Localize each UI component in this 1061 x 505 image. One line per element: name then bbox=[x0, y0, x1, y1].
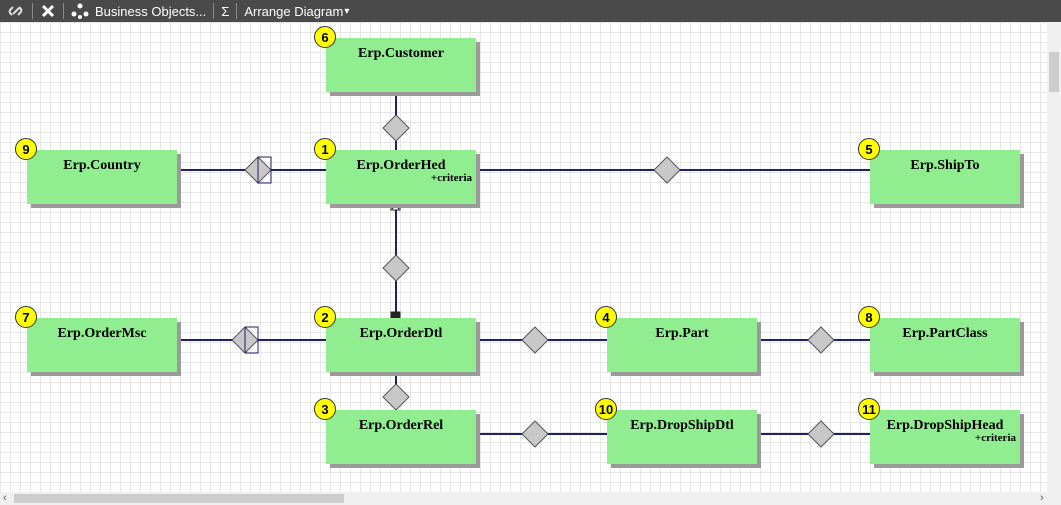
order-badge: 3 bbox=[314, 398, 336, 420]
order-badge: 10 bbox=[595, 398, 617, 420]
horizontal-scrollbar[interactable]: ‹ › bbox=[0, 492, 1061, 505]
business-objects-button[interactable]: Business Objects... bbox=[64, 0, 213, 22]
order-badge: 4 bbox=[595, 306, 617, 328]
entity-title: Erp.DropShipHead bbox=[886, 418, 1004, 433]
relation-diamond bbox=[382, 114, 410, 142]
entity-node-orderrel[interactable]: 3 Erp.OrderRel bbox=[314, 398, 476, 464]
entity-node-ordermsc[interactable]: 7 Erp.OrderMsc bbox=[15, 306, 177, 372]
hierarchy-icon bbox=[71, 3, 89, 19]
criteria-label: +criteria bbox=[974, 432, 1016, 444]
horizontal-scroll-thumb[interactable] bbox=[14, 494, 344, 503]
entity-title: Erp.OrderRel bbox=[358, 418, 444, 433]
sum-icon: Σ bbox=[221, 3, 230, 19]
link-icon bbox=[8, 6, 23, 16]
criteria-label: +criteria bbox=[430, 172, 472, 184]
entity-title: Erp.Customer bbox=[358, 46, 444, 61]
toolbar-separator bbox=[213, 3, 215, 19]
order-badge: 9 bbox=[15, 138, 37, 160]
order-badge: 6 bbox=[314, 26, 336, 48]
vertical-scrollbar[interactable] bbox=[1047, 22, 1061, 494]
scroll-left-arrow[interactable]: ‹ bbox=[3, 492, 7, 504]
vertical-scroll-thumb[interactable] bbox=[1049, 52, 1059, 92]
toolbar-separator bbox=[63, 3, 64, 19]
entity-node-dropshipdtl[interactable]: 10 Erp.DropShipDtl bbox=[595, 398, 757, 464]
entity-title: Erp.DropShipDtl bbox=[630, 418, 734, 433]
entity-title: Erp.Country bbox=[63, 158, 141, 173]
relation-diamond bbox=[521, 420, 549, 448]
relation-diamond bbox=[807, 420, 835, 448]
relation-diamond bbox=[807, 326, 835, 354]
entity-node-partclass[interactable]: 8 Erp.PartClass bbox=[858, 306, 1020, 372]
entity-node-dropshiphead[interactable]: 11 Erp.DropShipHead +criteria bbox=[858, 398, 1020, 464]
diagram-canvas[interactable]: 6 Erp.Customer 9 Erp.Country 1 Erp.Order… bbox=[0, 22, 1061, 494]
order-badge: 11 bbox=[858, 398, 880, 420]
toolbar-separator bbox=[32, 3, 33, 19]
chevron-down-icon: ▾ bbox=[344, 5, 350, 17]
join-marker bbox=[257, 156, 272, 184]
entity-node-orderdtl[interactable]: 2 Erp.OrderDtl bbox=[314, 306, 476, 372]
entity-title: Erp.OrderDtl bbox=[359, 326, 443, 341]
order-badge: 8 bbox=[858, 306, 880, 328]
entity-title: Erp.OrderHed bbox=[356, 158, 446, 173]
entity-title: Erp.Part bbox=[655, 326, 709, 341]
order-badge: 2 bbox=[314, 306, 336, 328]
sum-button[interactable]: Σ bbox=[214, 0, 236, 22]
arrange-diagram-button[interactable]: Arrange Diagram ▾ bbox=[237, 0, 356, 22]
entity-node-part[interactable]: 4 Erp.Part bbox=[595, 306, 757, 372]
delete-button[interactable] bbox=[33, 0, 63, 22]
relation-diamond bbox=[382, 383, 410, 411]
relation-diamond bbox=[521, 326, 549, 354]
business-objects-label: Business Objects... bbox=[95, 3, 207, 19]
diagram-toolbar: Business Objects... Σ Arrange Diagram ▾ bbox=[0, 0, 1061, 22]
scroll-right-arrow[interactable]: › bbox=[1040, 492, 1044, 504]
order-badge: 5 bbox=[858, 138, 880, 160]
join-marker bbox=[244, 326, 259, 354]
entity-node-shipto[interactable]: 5 Erp.ShipTo bbox=[858, 138, 1020, 204]
relation-diamond bbox=[653, 156, 681, 184]
link-tool-button[interactable] bbox=[0, 0, 32, 22]
relationship-lines bbox=[177, 95, 870, 448]
entity-node-orderhed[interactable]: 1 Erp.OrderHed +criteria bbox=[314, 138, 476, 204]
entity-node-country[interactable]: 9 Erp.Country bbox=[15, 138, 177, 204]
order-badge: 7 bbox=[15, 306, 37, 328]
order-badge: 1 bbox=[314, 138, 336, 160]
entity-title: Erp.PartClass bbox=[902, 326, 988, 341]
entity-node-customer[interactable]: 6 Erp.Customer bbox=[314, 26, 476, 92]
close-icon bbox=[41, 4, 55, 18]
entity-title: Erp.OrderMsc bbox=[57, 326, 147, 341]
arrange-diagram-label: Arrange Diagram bbox=[244, 3, 344, 19]
toolbar-separator bbox=[236, 3, 238, 19]
entity-title: Erp.ShipTo bbox=[910, 158, 980, 173]
relation-diamond bbox=[382, 254, 410, 282]
